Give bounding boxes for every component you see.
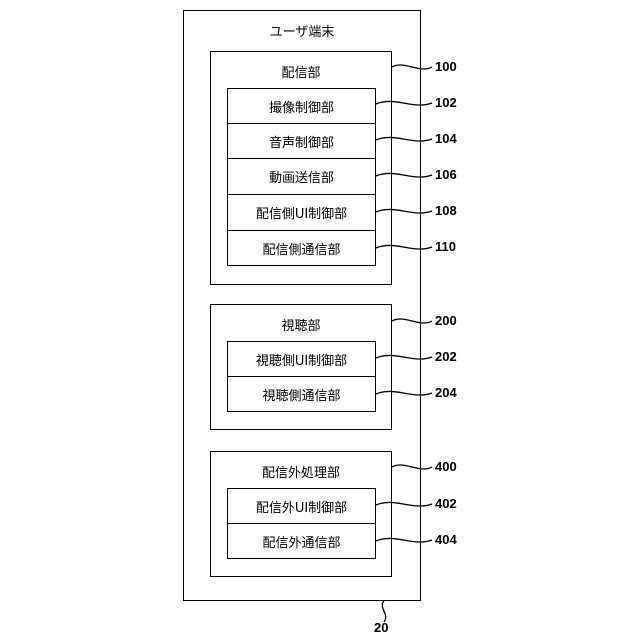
- ref-104: 104: [435, 131, 457, 146]
- ref-106: 106: [435, 167, 457, 182]
- ref-402: 402: [435, 496, 457, 511]
- leader-106: [376, 173, 432, 177]
- leader-400: [392, 465, 432, 469]
- ref-108: 108: [435, 203, 457, 218]
- leader-110: [376, 245, 432, 249]
- ref-100: 100: [435, 59, 457, 74]
- ref-202: 202: [435, 349, 457, 364]
- leader-404: [376, 538, 432, 542]
- ref-404: 404: [435, 532, 457, 547]
- ref-204: 204: [435, 385, 457, 400]
- ref-20: 20: [374, 620, 388, 635]
- leader-200: [392, 319, 432, 323]
- ref-400: 400: [435, 459, 457, 474]
- ref-102: 102: [435, 95, 457, 110]
- ref-200: 200: [435, 313, 457, 328]
- leader-108: [376, 209, 432, 213]
- leader-100: [392, 65, 432, 69]
- leader-202: [376, 355, 432, 359]
- ref-110: 110: [435, 239, 456, 254]
- leader-402: [376, 502, 432, 506]
- leader-102: [376, 101, 432, 105]
- leader-104: [376, 137, 432, 141]
- leader-204: [376, 391, 432, 395]
- leader-20: [382, 601, 385, 622]
